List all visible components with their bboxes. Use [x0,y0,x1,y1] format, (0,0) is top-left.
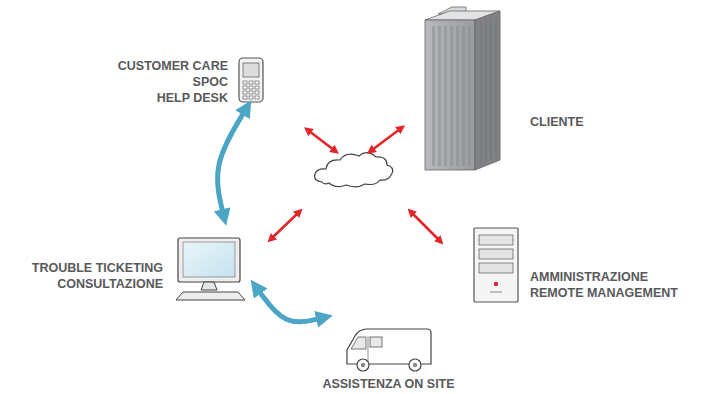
network-arrows [272,129,439,240]
node-text: TROUBLE TICKETING [32,260,163,276]
node-text: SPOC [118,74,228,90]
node-text: REMOTE MANAGEMENT [530,285,678,301]
phone-node: CUSTOMER CARESPOCHELP DESK [237,56,265,104]
server-node: AMMINISTRAZIONEREMOTE MANAGEMENT [474,228,518,302]
node-label: CLIENTE [530,114,583,130]
monitor-node: TROUBLE TICKETINGCONSULTAZIONE [176,238,246,300]
building-icon [425,7,500,170]
node-label: TROUBLE TICKETINGCONSULTAZIONE [32,260,163,292]
building-node: CLIENTE [425,7,500,170]
node-text: AMMINISTRAZIONE [530,269,678,285]
node-text: HELP DESK [118,90,228,106]
node-text: CONSULTAZIONE [32,276,163,292]
cloud [315,153,393,187]
node-label: AMMINISTRAZIONEREMOTE MANAGEMENT [530,269,678,301]
server-icon [474,228,518,302]
node-text: CUSTOMER CARE [118,58,228,74]
node-label: CUSTOMER CARESPOCHELP DESK [118,58,228,106]
van-node: ASSISTENZA ON SITE [345,328,432,372]
flow-arrow [259,291,320,322]
flow-arrow [217,112,244,213]
van-icon [347,329,431,371]
node-label: ASSISTENZA ON SITE [322,376,454,392]
monitor-icon [176,238,245,300]
phone-icon [239,58,263,102]
node-text: CLIENTE [530,114,583,130]
node-text: ASSISTENZA ON SITE [322,376,454,392]
